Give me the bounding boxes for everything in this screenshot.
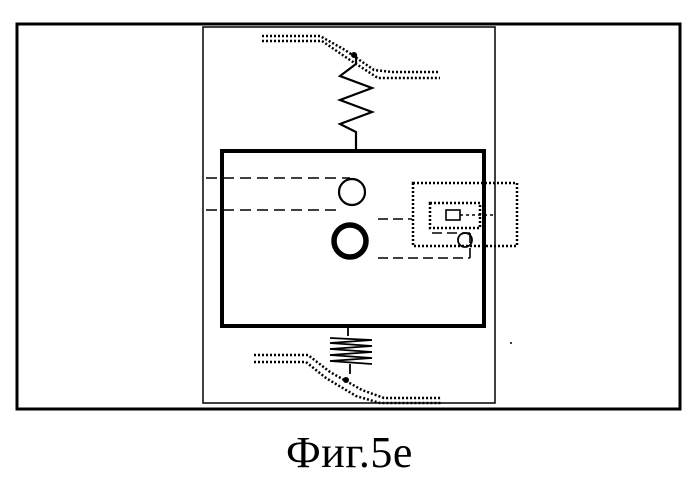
bottom-junction-dot xyxy=(343,377,349,383)
dashed-guides-right xyxy=(378,219,470,258)
upper-small-circle xyxy=(339,179,365,205)
right-module-outer xyxy=(413,183,517,246)
dashed-guides-left xyxy=(206,178,350,210)
bottom-spring xyxy=(330,328,372,374)
scan-speck xyxy=(510,342,512,344)
top-spring xyxy=(340,54,372,152)
large-bold-circle xyxy=(334,225,366,257)
figure-caption: Фиг.5е xyxy=(0,428,699,478)
housing-panel xyxy=(203,27,495,403)
top-dotted-path xyxy=(262,36,440,78)
right-module-connector xyxy=(446,210,460,220)
outer-frame xyxy=(17,24,680,409)
